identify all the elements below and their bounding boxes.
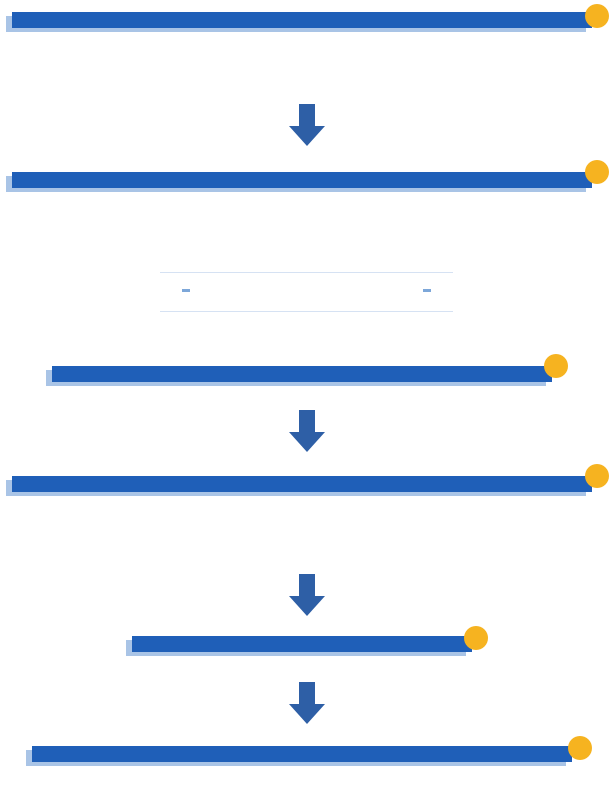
down-arrow-icon <box>289 574 325 616</box>
down-arrow-icon <box>289 410 325 452</box>
flow-step-1 <box>12 12 592 28</box>
flow-step-4 <box>12 476 592 492</box>
down-arrow-icon <box>289 682 325 724</box>
step-number-badge <box>585 464 609 488</box>
flow-step-6 <box>32 746 572 762</box>
step-number-badge <box>464 626 488 650</box>
flow-step-3 <box>52 366 552 382</box>
section-title-right-mark <box>423 289 431 292</box>
step-number-badge <box>544 354 568 378</box>
step-number-badge <box>585 160 609 184</box>
flow-step-2 <box>12 172 592 188</box>
section-title-left-mark <box>182 289 190 292</box>
step-number-badge <box>585 4 609 28</box>
down-arrow-icon <box>289 104 325 146</box>
section-title <box>160 272 453 312</box>
step-number-badge <box>568 736 592 760</box>
flow-step-5 <box>132 636 472 652</box>
